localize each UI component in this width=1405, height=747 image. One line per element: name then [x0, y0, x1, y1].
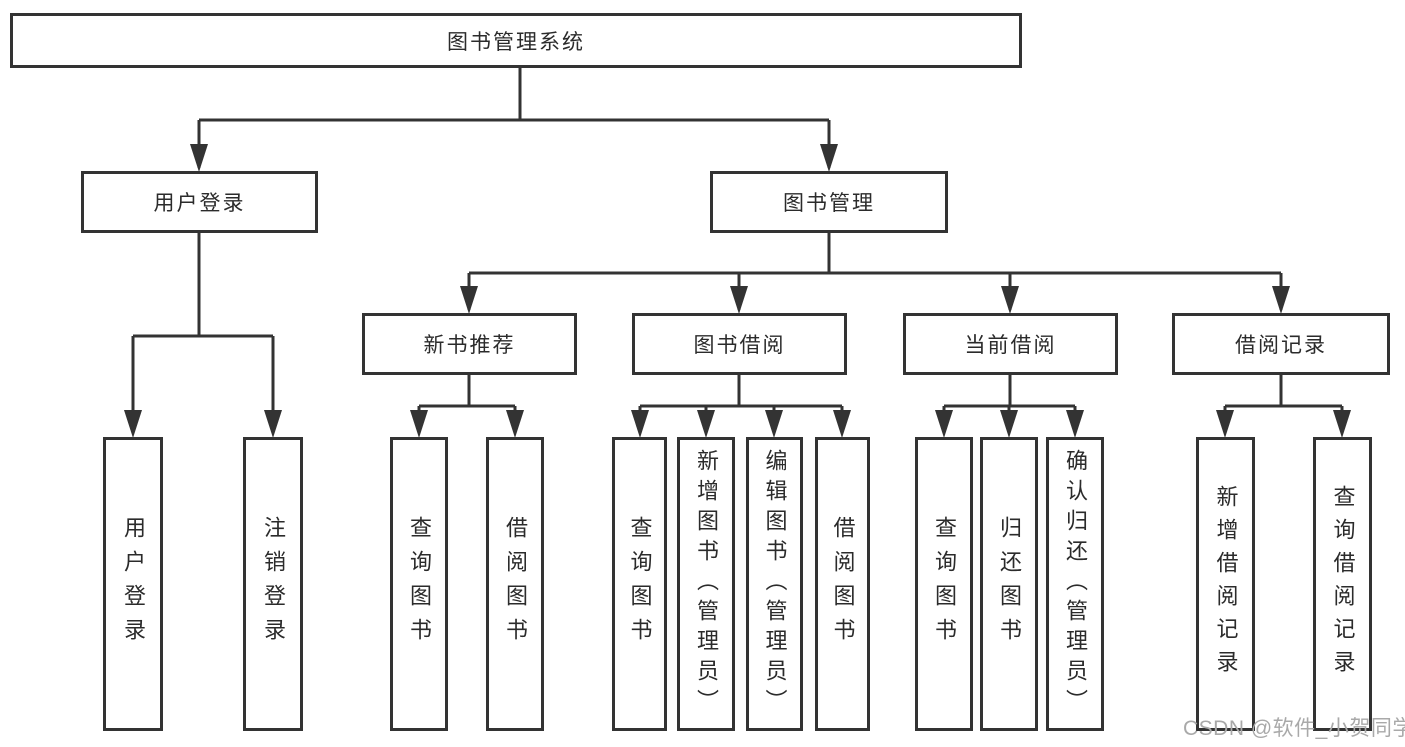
leaf-borrow-add-books-admin: 新增图书（管理员） [677, 437, 735, 731]
leaf-recommend-query-books: 查询图书 [390, 437, 448, 731]
node-borrow-records: 借阅记录 [1172, 313, 1390, 375]
leaf-current-confirm-return-admin: 确认归还（管理员） [1046, 437, 1104, 731]
leaf-borrow-query-books: 查询图书 [612, 437, 667, 731]
leaf-user-login: 用户登录 [103, 437, 163, 731]
leaf-records-add-record: 新增借阅记录 [1196, 437, 1255, 731]
node-current-borrow: 当前借阅 [903, 313, 1118, 375]
leaf-borrow-edit-books-admin: 编辑图书（管理员） [746, 437, 803, 731]
node-book-management: 图书管理 [710, 171, 948, 233]
leaf-current-query-books: 查询图书 [915, 437, 973, 731]
node-new-book-recommend: 新书推荐 [362, 313, 577, 375]
watermark: CSDN @软件_小贺同学 [1183, 717, 1405, 740]
node-book-borrow: 图书借阅 [632, 313, 847, 375]
leaf-current-return-books: 归还图书 [980, 437, 1038, 731]
node-user-login: 用户登录 [81, 171, 318, 233]
leaf-records-query-record: 查询借阅记录 [1313, 437, 1372, 731]
node-root: 图书管理系统 [10, 13, 1022, 68]
leaf-borrow-borrow-books: 借阅图书 [815, 437, 870, 731]
leaf-logout: 注销登录 [243, 437, 303, 731]
leaf-recommend-borrow-books: 借阅图书 [486, 437, 544, 731]
